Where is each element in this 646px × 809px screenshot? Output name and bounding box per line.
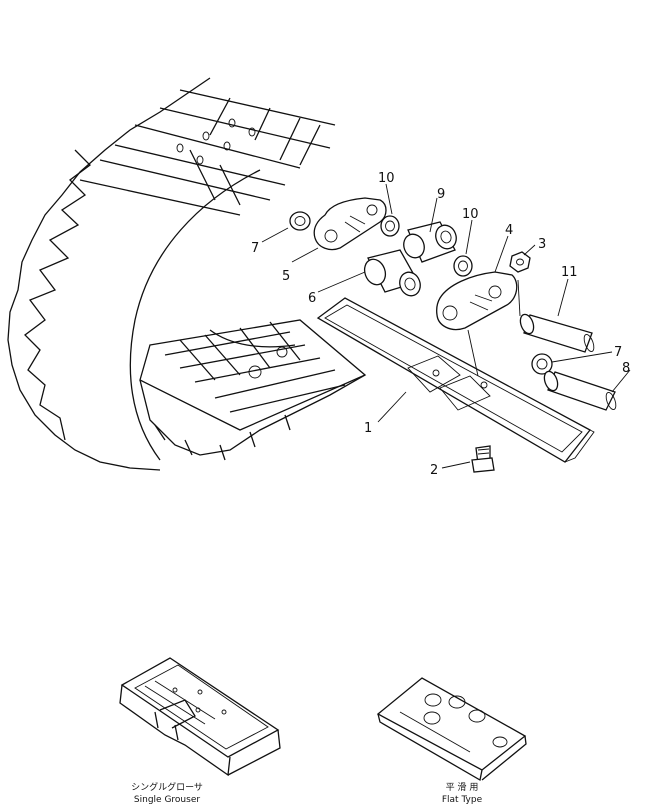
callout-leaders <box>261 183 631 469</box>
caption-single-grouser-en: Single Grouser <box>134 795 200 805</box>
callout-7-left: 7 <box>251 241 259 256</box>
part-5-master-link <box>313 197 387 251</box>
track-chain-drawing <box>7 77 367 471</box>
flat-type-shoe-drawing <box>376 677 527 782</box>
callout-5: 5 <box>282 269 290 284</box>
callout-7-right: 7 <box>614 345 622 360</box>
caption-flat-type-en: Flat Type <box>442 795 483 805</box>
part-3-nut <box>509 251 531 273</box>
caption-single-grouser-jp: シングルグローサ <box>131 781 203 793</box>
callout-6: 6 <box>308 291 316 306</box>
part-11-pin <box>519 313 595 353</box>
part-6-bushing <box>363 249 421 297</box>
part-7-seal-left <box>289 211 311 231</box>
part-9-bushing <box>403 221 457 263</box>
callout-4: 4 <box>505 223 513 238</box>
callout-9: 9 <box>437 187 445 202</box>
callout-3: 3 <box>538 237 546 252</box>
callout-2: 2 <box>430 463 438 478</box>
part-10-spacer-lower <box>453 255 473 277</box>
part-7-seal-right <box>531 353 553 375</box>
callout-numbers: 1 2 3 4 5 6 7 7 8 9 10 10 11 <box>251 171 630 478</box>
part-1-track-shoe <box>316 297 595 463</box>
callout-10-upper: 10 <box>378 171 395 186</box>
single-grouser-shoe-drawing <box>119 657 281 777</box>
part-8-pin <box>543 370 617 411</box>
part-4-master-link <box>435 271 518 331</box>
callout-11: 11 <box>561 265 578 280</box>
callout-1: 1 <box>364 421 372 436</box>
callout-10-lower: 10 <box>462 207 479 222</box>
part-10-spacer-upper <box>380 215 400 237</box>
caption-flat-type-jp: 平 滑 用 <box>446 782 479 793</box>
part-2-bolt <box>471 445 495 473</box>
callout-8: 8 <box>622 361 630 376</box>
